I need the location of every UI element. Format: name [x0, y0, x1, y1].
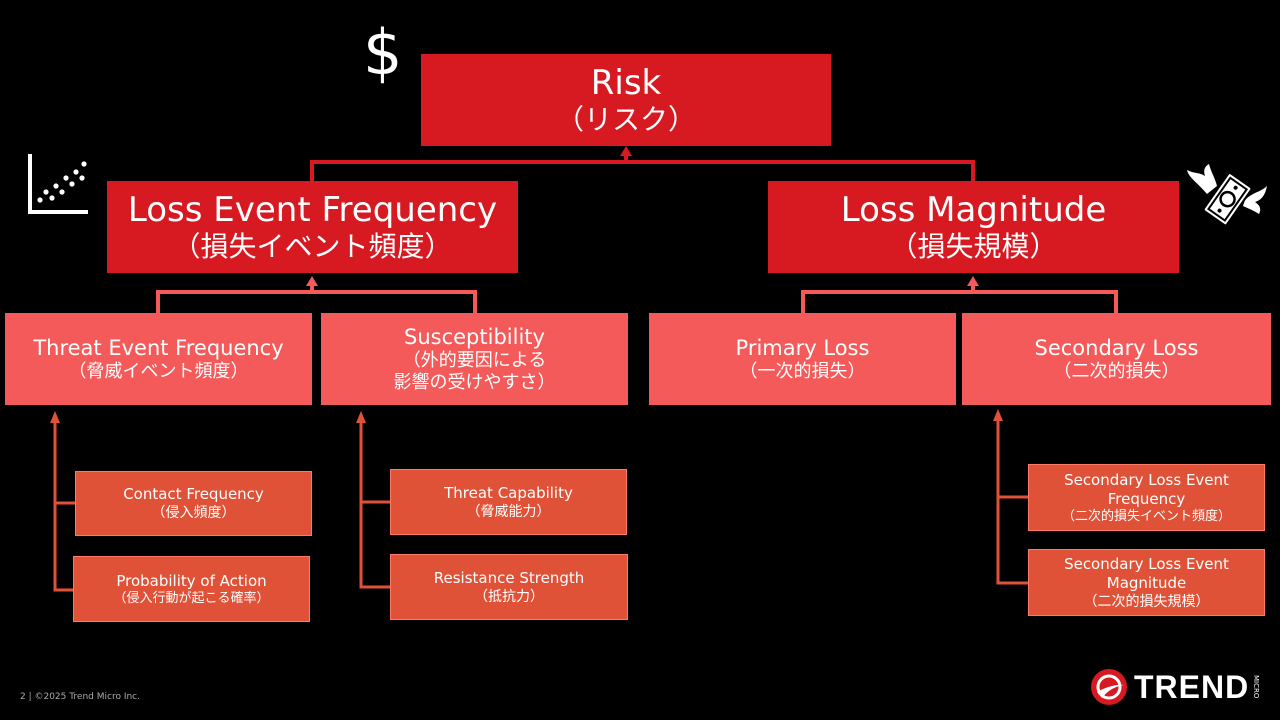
logo-micro-text: MICRO	[1252, 675, 1261, 699]
lm-title: Loss Magnitude	[840, 190, 1107, 230]
scatter-chart-icon	[28, 154, 88, 214]
susceptibility-box: Susceptibility （外的要因による 影響の受けやすさ）	[321, 313, 628, 405]
threat-event-frequency-box: Threat Event Frequency （脅威イベント頻度）	[5, 313, 312, 405]
pl-subtitle: （一次的損失）	[739, 361, 866, 382]
trend-micro-logo: TREND MICRO	[1090, 665, 1260, 709]
secondary-loss-box: Secondary Loss （二次的損失）	[962, 313, 1271, 405]
flying-money-icon	[1187, 164, 1267, 227]
primary-loss-box: Primary Loss （一次的損失）	[649, 313, 956, 405]
trend-logo-mark-icon	[1091, 669, 1127, 705]
tc-subtitle: （脅威能力）	[466, 503, 551, 520]
poa-title: Probability of Action	[116, 571, 267, 590]
dollar-icon: $	[363, 16, 403, 89]
sus-title: Susceptibility	[404, 325, 545, 349]
risk-title: Risk	[590, 63, 662, 103]
slem-title-line1: Secondary Loss Event	[1064, 554, 1229, 573]
sus-subtitle-line1: （外的要因による	[402, 350, 547, 371]
slem-subtitle: （二次的損失規模）	[1083, 593, 1210, 610]
slef-subtitle: （二次的損失イベント頻度）	[1061, 508, 1231, 524]
cf-title: Contact Frequency	[123, 485, 264, 503]
resistance-strength-box: Resistance Strength （抵抗力）	[390, 554, 628, 620]
risk-subtitle: （リスク）	[555, 103, 696, 136]
cf-subtitle: （侵入頻度）	[151, 505, 236, 521]
poa-subtitle: （侵入行動が起こる確率）	[113, 590, 270, 606]
footer-copyright: 2 | ©2025 Trend Micro Inc.	[20, 692, 140, 702]
slem-title-line2: Magnitude	[1106, 573, 1187, 592]
lef-subtitle: （損失イベント頻度）	[172, 230, 453, 263]
slef-title-line1: Secondary Loss Event	[1064, 470, 1229, 489]
secondary-loss-event-magnitude-box: Secondary Loss Event Magnitude （二次的損失規模）	[1028, 549, 1265, 616]
risk-box: Risk （リスク）	[421, 54, 831, 146]
pl-title: Primary Loss	[735, 336, 870, 360]
slef-title-line2: Frequency	[1107, 489, 1186, 508]
lm-subtitle: （損失規模）	[889, 230, 1058, 263]
tef-title: Threat Event Frequency	[33, 336, 284, 360]
threat-capability-box: Threat Capability （脅威能力）	[390, 469, 627, 535]
loss-magnitude-box: Loss Magnitude （損失規模）	[768, 181, 1179, 273]
sl-title: Secondary Loss	[1034, 336, 1199, 360]
lef-title: Loss Event Frequency	[127, 190, 498, 230]
loss-event-frequency-box: Loss Event Frequency （損失イベント頻度）	[107, 181, 518, 273]
sus-subtitle-line2: 影響の受けやすさ）	[393, 372, 556, 393]
tc-title: Threat Capability	[444, 483, 573, 502]
sl-subtitle: （二次的損失）	[1053, 361, 1180, 382]
tef-subtitle: （脅威イベント頻度）	[68, 361, 249, 382]
rs-title: Resistance Strength	[433, 568, 585, 587]
logo-text: TREND	[1134, 668, 1250, 705]
probability-of-action-box: Probability of Action （侵入行動が起こる確率）	[73, 556, 310, 622]
secondary-loss-event-frequency-box: Secondary Loss Event Frequency （二次的損失イベン…	[1028, 464, 1265, 531]
contact-frequency-box: Contact Frequency （侵入頻度）	[75, 471, 312, 536]
rs-subtitle: （抵抗力）	[474, 588, 544, 605]
